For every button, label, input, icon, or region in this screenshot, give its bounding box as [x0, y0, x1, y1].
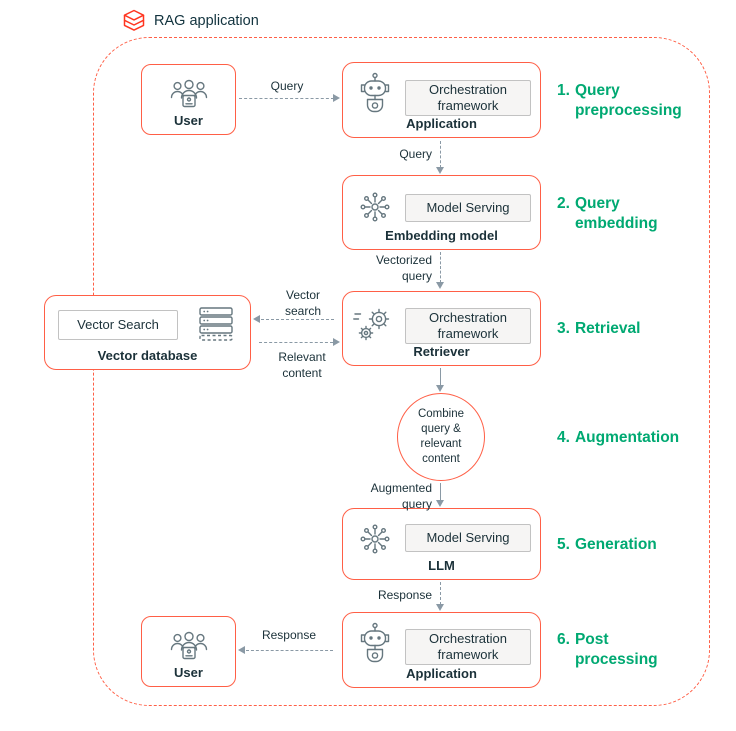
node-label-retriever: Retriever: [413, 344, 470, 359]
step-label: Query embedding: [574, 195, 658, 232]
node-label-application: Application: [406, 116, 477, 131]
edge-label-response-app-to-user: Response: [261, 628, 317, 642]
edge-label-response-llm-to-app: Response: [377, 588, 432, 602]
node-application-bottom: Orchestration framework Application: [342, 612, 541, 688]
arrow-llm-to-application: [440, 582, 441, 605]
step-number: 4.: [557, 429, 570, 446]
arrow-application-to-user: [246, 650, 333, 651]
arrowhead-down: [436, 604, 444, 611]
node-retriever: Orchestration framework Retriever: [342, 291, 541, 366]
diagram-header: RAG application: [122, 9, 259, 32]
step-label: Query preprocessing: [574, 82, 682, 119]
combine-circle-label: Combine query & relevant content: [417, 408, 465, 465]
node-label-llm: LLM: [428, 558, 455, 573]
node-label-embedding-model: Embedding model: [385, 228, 498, 243]
edge-label-augmented-query: Augmented query: [370, 481, 432, 511]
arrow-retriever-to-combine: [440, 368, 441, 386]
chip-vector-search: Vector Search: [58, 310, 178, 340]
chip-orchestration-framework: Orchestration framework: [405, 629, 531, 665]
people-group-icon: [169, 628, 209, 662]
chip-orchestration-framework: Orchestration framework: [405, 308, 531, 344]
arrow-embedding-to-retriever: [440, 252, 441, 283]
arrow-vectordb-to-retriever: [259, 342, 333, 343]
step-1-query-preprocessing: 1. Query preprocessing: [557, 81, 687, 121]
gears-icon: [353, 305, 395, 343]
step-number: 3.: [557, 320, 570, 337]
node-label-application: Application: [406, 666, 477, 681]
step-label: Retrieval: [574, 320, 641, 337]
arrowhead-down: [436, 500, 444, 507]
step-number: 5.: [557, 536, 570, 553]
chip-model-serving: Model Serving: [405, 524, 531, 552]
ai-sparkle-network-icon: [357, 521, 393, 557]
step-4-augmentation: 4. Augmentation: [557, 428, 679, 448]
step-label: Augmentation: [574, 429, 680, 446]
node-user-bottom: User: [141, 616, 236, 687]
node-label-vector-database: Vector database: [97, 348, 198, 363]
server-stack-icon: [197, 306, 235, 341]
ai-sparkle-network-icon: [357, 189, 393, 225]
arrowhead-left: [238, 646, 245, 654]
node-llm: Model Serving LLM: [342, 508, 541, 580]
arrowhead-down: [436, 282, 444, 289]
node-user-top: User: [141, 64, 236, 135]
edge-label-relevant-content: Relevant content: [278, 350, 326, 380]
arrow-retriever-to-vectordb: [261, 319, 334, 320]
arrowhead-right: [333, 338, 340, 346]
step-label: Generation: [574, 536, 657, 553]
edge-label-query-app-to-embedding: Query: [399, 147, 432, 161]
step-6-post-processing: 6. Post processing: [557, 630, 687, 670]
chip-model-serving: Model Serving: [405, 194, 531, 222]
arrowhead-right: [333, 94, 340, 102]
arrow-user-to-application: [239, 98, 334, 99]
step-number: 1.: [557, 82, 570, 99]
edge-label-vector-search: Vector search: [284, 288, 322, 318]
step-number: 2.: [557, 195, 570, 212]
node-label-user: User: [174, 665, 203, 680]
people-group-icon: [169, 76, 209, 110]
edge-label-query-user-to-app: Query: [270, 79, 304, 93]
arrowhead-down: [436, 167, 444, 174]
node-vector-database: Vector Search Vector database: [44, 295, 251, 370]
node-application-top: Orchestration framework Application: [342, 62, 541, 138]
node-label-user: User: [174, 113, 203, 128]
step-number: 6.: [557, 631, 570, 648]
arrow-combine-to-llm: [440, 483, 441, 501]
arrowhead-left: [253, 315, 260, 323]
step-3-retrieval: 3. Retrieval: [557, 319, 640, 339]
step-label: Post processing: [574, 631, 658, 668]
chip-orchestration-framework: Orchestration framework: [405, 80, 531, 116]
arrow-application-to-embedding: [440, 141, 441, 168]
rag-boundary-box: [93, 37, 710, 706]
step-2-query-embedding: 2. Query embedding: [557, 194, 687, 234]
robot-icon: [358, 622, 392, 666]
robot-icon: [358, 72, 392, 116]
databricks-logo-icon: [122, 9, 146, 32]
edge-label-vectorized-query: Vectorized query: [375, 253, 432, 283]
node-combine-circle: Combine query & relevant content: [397, 393, 485, 481]
arrowhead-down: [436, 385, 444, 392]
node-embedding-model: Model Serving Embedding model: [342, 175, 541, 250]
diagram-title: RAG application: [154, 12, 259, 29]
step-5-generation: 5. Generation: [557, 535, 657, 555]
